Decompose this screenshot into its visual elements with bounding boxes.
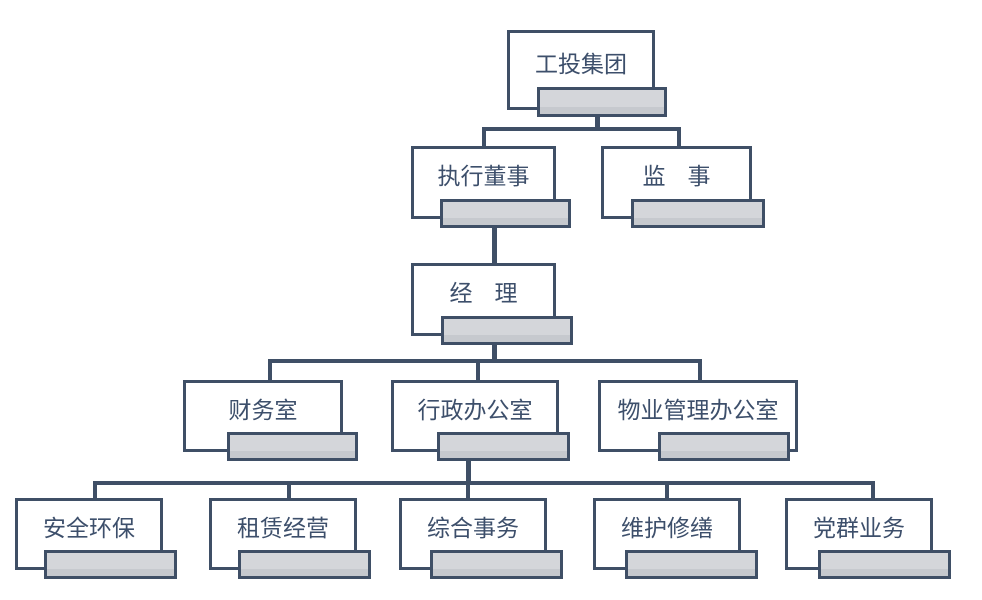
node-safety-env[interactable]: 安全环保: [15, 498, 190, 583]
node-maintenance[interactable]: 维护修缮: [593, 498, 773, 583]
node-manager-bar: [441, 316, 573, 345]
node-party-affairs-bar: [818, 550, 951, 579]
connector-executive-director-to-manager: [492, 228, 497, 264]
node-finance-office-bar: [227, 432, 358, 461]
connector-drop-leasing: [287, 481, 291, 499]
node-leasing-bar: [238, 550, 371, 579]
node-general-affairs-label: 综合事务: [427, 514, 519, 541]
node-finance-office[interactable]: 财务室: [183, 380, 358, 465]
node-general-affairs-bar: [430, 550, 563, 579]
connector-l5-bus: [93, 481, 875, 485]
node-safety-env-bar: [44, 550, 177, 579]
node-admin-office-bar: [437, 432, 570, 461]
connector-drop-party-affairs: [871, 481, 875, 499]
node-safety-env-label: 安全环保: [43, 514, 135, 541]
node-leasing[interactable]: 租赁经营: [209, 498, 384, 583]
connector-l4-bus: [268, 359, 702, 363]
node-property-office-bar: [658, 432, 790, 461]
node-party-affairs[interactable]: 党群业务: [785, 498, 967, 583]
node-manager-label: 经理: [449, 280, 540, 306]
node-executive-director[interactable]: 执行董事: [411, 146, 571, 231]
connector-drop-safety-env: [93, 481, 97, 499]
connector-drop-maintenance: [665, 481, 669, 499]
node-supervisor-label: 监事: [642, 163, 733, 189]
connector-l2-bus: [482, 127, 681, 131]
connector-drop-admin-office: [476, 359, 480, 381]
connector-drop-finance-office: [268, 359, 272, 381]
node-supervisor-bar: [631, 199, 765, 228]
connector-admin-office-stem: [466, 458, 471, 484]
node-property-office-label: 物业管理办公室: [617, 396, 779, 423]
node-general-affairs[interactable]: 综合事务: [399, 498, 577, 583]
node-leasing-label: 租赁经营: [237, 514, 329, 541]
node-group-bar: [537, 87, 667, 117]
connector-drop-supervisor: [677, 127, 681, 147]
node-executive-director-bar: [440, 199, 571, 228]
node-manager[interactable]: 经理: [411, 263, 574, 348]
connector-l1-stem: [595, 113, 600, 130]
node-group-label: 工投集团: [535, 50, 627, 77]
connector-drop-executive-director: [482, 127, 486, 147]
connector-drop-property-office: [698, 359, 702, 381]
connector-manager-stem: [492, 345, 497, 362]
node-maintenance-bar: [625, 550, 758, 579]
node-finance-office-label: 财务室: [228, 396, 298, 423]
node-admin-office[interactable]: 行政办公室: [391, 380, 571, 465]
connector-drop-general-affairs: [466, 481, 470, 499]
node-party-affairs-label: 党群业务: [813, 514, 905, 541]
node-property-office[interactable]: 物业管理办公室: [598, 380, 803, 465]
node-executive-director-label: 执行董事: [437, 163, 530, 189]
node-admin-office-label: 行政办公室: [417, 396, 533, 423]
node-group[interactable]: 工投集团: [507, 30, 667, 120]
node-supervisor[interactable]: 监事: [601, 146, 766, 231]
node-maintenance-label: 维护修缮: [621, 514, 713, 541]
